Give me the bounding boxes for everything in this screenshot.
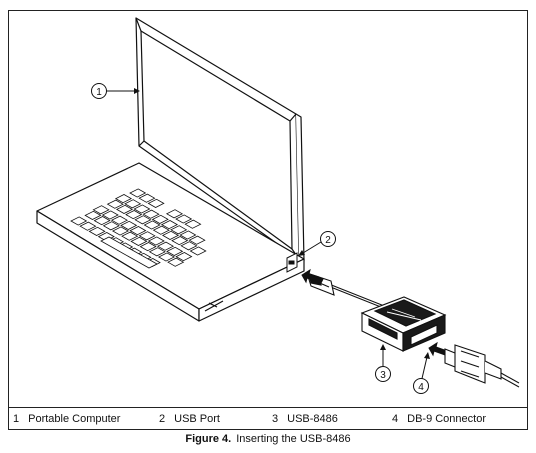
keyboard-key xyxy=(148,247,166,257)
keyboard-key xyxy=(189,246,207,256)
keyboard-key xyxy=(139,242,157,252)
keyboard-key xyxy=(134,215,152,225)
laptop-screen xyxy=(135,17,305,262)
keyboard-key xyxy=(161,230,180,240)
keyboard-key xyxy=(165,209,184,219)
legend-number: 4 xyxy=(392,413,399,425)
legend-label: DB-9 Connector xyxy=(407,413,486,425)
illustration: 1 2 3 4 xyxy=(36,17,520,394)
laptop-usb-port xyxy=(286,252,298,273)
keyboard-key xyxy=(180,241,198,251)
keyboard-key xyxy=(188,235,206,245)
callout-3-label: 3 xyxy=(380,370,386,381)
keyboard-key xyxy=(120,220,138,230)
keyboard-key xyxy=(167,257,185,267)
callout-4-label: 4 xyxy=(418,382,424,393)
keyboard-key xyxy=(138,231,156,241)
legend-number: 1 xyxy=(13,413,20,425)
keyboard-key xyxy=(102,221,120,231)
keyboard-key xyxy=(125,210,143,220)
keyboard-key xyxy=(160,220,179,230)
keyboard-key xyxy=(129,188,147,198)
callout-1-label: 1 xyxy=(96,87,102,98)
keyboard-key xyxy=(79,221,97,231)
keyboard-key xyxy=(121,231,139,241)
legend-number: 3 xyxy=(272,413,279,425)
keyboard-key xyxy=(142,209,160,219)
keyboard-key xyxy=(184,219,202,229)
keyboard-key xyxy=(110,215,129,225)
keyboard-key xyxy=(70,216,88,226)
keyboard-key xyxy=(97,232,115,242)
legend-number: 2 xyxy=(159,413,166,425)
legend-label: USB-8486 xyxy=(287,413,338,425)
keyboard-key xyxy=(111,226,130,236)
keyboard-key xyxy=(93,216,111,226)
keyboard-key xyxy=(147,236,165,246)
keyboard xyxy=(70,188,207,269)
keyboard-key xyxy=(179,230,197,240)
keyboard-key xyxy=(157,252,176,262)
keyboard-key xyxy=(170,225,188,235)
keyboard-key xyxy=(175,252,193,262)
keyboard-key xyxy=(156,241,175,251)
legend-item-usb-8486: 3 USB-8486 xyxy=(272,413,338,425)
usb-8486-device xyxy=(360,296,447,352)
keyboard-key xyxy=(92,205,110,215)
db9-connector xyxy=(444,344,520,388)
legend-bar: 1 Portable Computer 2 USB Port 3 USB-8486 4… xyxy=(9,407,527,430)
keyboard-key xyxy=(106,199,124,209)
keyboard-key xyxy=(175,214,193,224)
keyboard-key xyxy=(166,246,184,256)
callout-4: 4 xyxy=(413,352,430,394)
keyboard-key xyxy=(138,193,156,203)
keyboard-key xyxy=(88,226,106,236)
keyboard-key xyxy=(152,225,170,235)
keyboard-key xyxy=(129,226,147,236)
callout-2-label: 2 xyxy=(325,235,331,246)
insert-arrow-usb xyxy=(301,268,324,284)
keyboard-key xyxy=(114,194,133,204)
legend-label: USB Port xyxy=(174,413,220,425)
keyboard-key xyxy=(147,198,165,208)
keyboard-key xyxy=(130,236,148,246)
keyboard-key xyxy=(84,210,102,220)
keyboard-key xyxy=(133,204,151,214)
caption-figure-label: Figure 4. xyxy=(185,433,232,445)
caption-text: Inserting the USB-8486 xyxy=(236,433,351,445)
keyboard-key xyxy=(143,220,161,230)
keyboard-key xyxy=(115,204,134,214)
keyboard-key xyxy=(124,199,142,209)
keyboard-key xyxy=(101,210,119,220)
callout-3: 3 xyxy=(375,344,391,382)
callout-1: 1 xyxy=(91,83,140,99)
keyboard-spacebar xyxy=(100,236,158,269)
keyboard-key xyxy=(151,214,169,224)
legend-item-portable-computer: 1 Portable Computer xyxy=(13,413,120,425)
legend-item-usb-port: 2 USB Port xyxy=(159,413,220,425)
callout-2: 2 xyxy=(298,231,336,256)
legend-label: Portable Computer xyxy=(28,413,121,425)
figure-caption: Figure 4. Inserting the USB-8486 xyxy=(0,433,536,445)
keyboard-key xyxy=(171,236,189,246)
legend-item-db9-connector: 4 DB-9 Connector xyxy=(392,413,486,425)
